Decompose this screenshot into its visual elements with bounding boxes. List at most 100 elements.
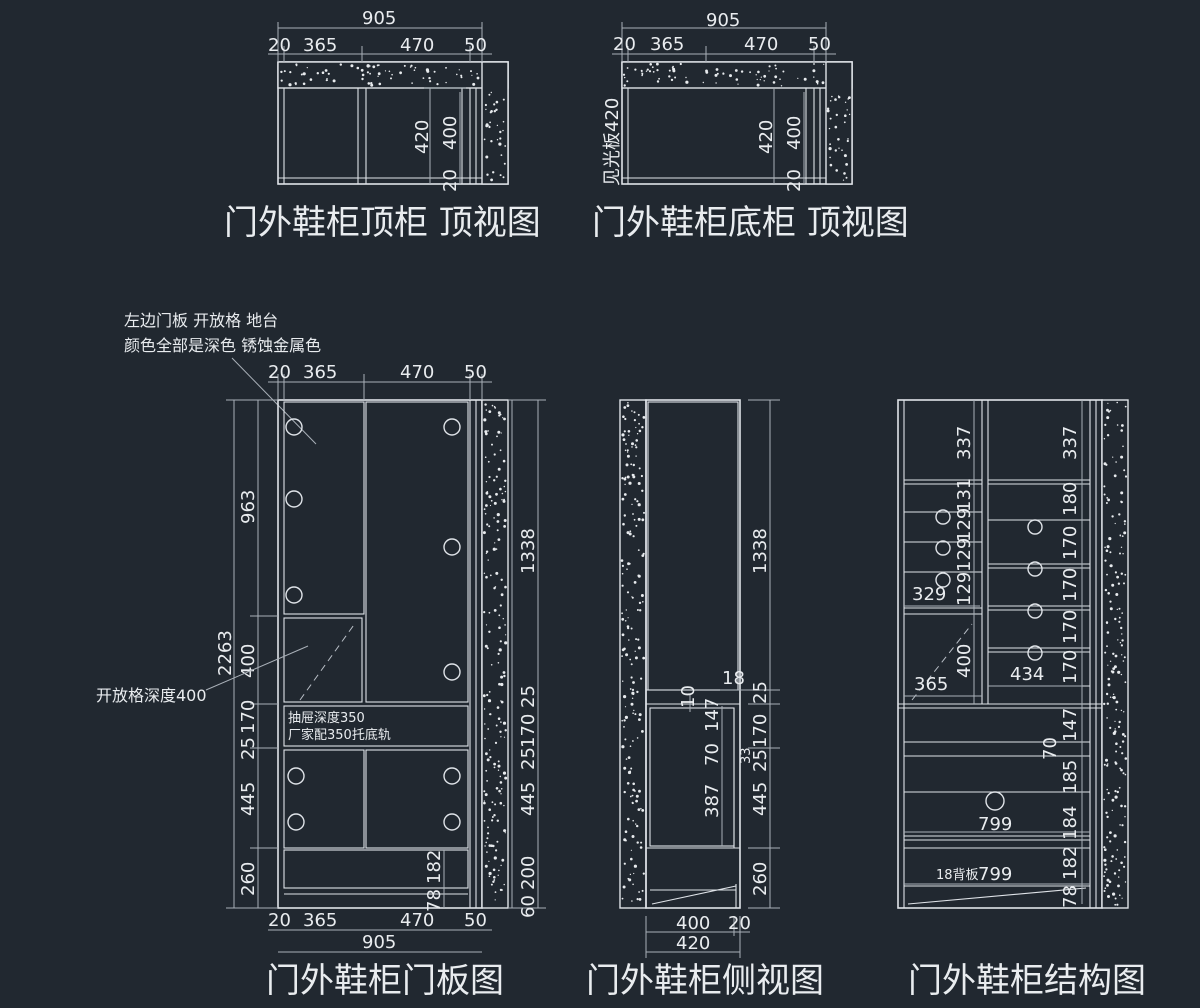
speckle xyxy=(1105,549,1109,552)
speckle xyxy=(327,72,330,75)
speckle xyxy=(486,851,488,853)
speckle xyxy=(1120,429,1123,432)
dim-33: 33 xyxy=(739,747,754,764)
speckle xyxy=(497,769,500,771)
speckle xyxy=(488,525,491,528)
speckle xyxy=(1123,840,1127,844)
speckle xyxy=(1106,884,1109,887)
speckle xyxy=(834,149,837,152)
speckle xyxy=(630,849,633,851)
dim-70: 70 xyxy=(702,743,723,766)
speckle xyxy=(499,487,502,491)
speckle xyxy=(495,571,499,575)
dim-1338: 1338 xyxy=(750,528,771,574)
speckle xyxy=(774,75,778,79)
speckle xyxy=(635,439,638,442)
speckle xyxy=(370,83,374,87)
speckle xyxy=(634,68,637,71)
speckle xyxy=(1104,559,1107,562)
speckle xyxy=(485,552,488,554)
speckle xyxy=(1121,733,1125,736)
dim-184: 184 xyxy=(1060,806,1081,840)
speckle xyxy=(835,169,838,172)
speckle xyxy=(485,769,488,772)
speckle xyxy=(1123,469,1126,472)
speckle xyxy=(500,793,502,795)
speckle xyxy=(1118,720,1121,724)
dim-170-d: 170 xyxy=(1060,650,1081,684)
speckle xyxy=(632,788,635,792)
speckle xyxy=(756,78,758,81)
speckle xyxy=(1111,798,1115,802)
note-color-line1: 左边门板 开放格 地台 xyxy=(124,311,278,330)
dim-18: 18 xyxy=(722,668,745,689)
speckle xyxy=(485,624,488,626)
speckle xyxy=(631,794,634,797)
speckle xyxy=(1118,616,1121,619)
speckle xyxy=(499,137,502,140)
speckle xyxy=(621,633,625,637)
speckle xyxy=(1111,696,1114,698)
speckle xyxy=(494,899,496,901)
speckle xyxy=(495,849,498,852)
speckle xyxy=(485,752,488,756)
speckle xyxy=(498,414,501,417)
speckle xyxy=(493,405,496,408)
speckle xyxy=(845,176,848,179)
speckle xyxy=(630,663,633,666)
speckle xyxy=(485,155,489,159)
speckle xyxy=(768,70,770,72)
speckle xyxy=(493,762,496,766)
speckle xyxy=(411,82,413,84)
speckle xyxy=(1107,592,1110,595)
speckle xyxy=(500,864,502,867)
speckle xyxy=(633,864,638,868)
speckle xyxy=(486,523,489,526)
speckle xyxy=(1118,786,1121,789)
speckle xyxy=(1106,408,1109,412)
speckle xyxy=(1112,696,1116,700)
speckle xyxy=(842,179,845,181)
speckle xyxy=(848,96,851,99)
speckle xyxy=(497,411,501,415)
speckle xyxy=(1108,537,1112,541)
speckle xyxy=(1121,897,1123,899)
speckle xyxy=(497,764,501,768)
speckle xyxy=(1124,773,1127,776)
speckle xyxy=(483,801,486,805)
speckle xyxy=(289,71,292,74)
dim-78: 78 xyxy=(1060,885,1081,908)
wall-strip xyxy=(481,399,509,909)
dim-20: 20 xyxy=(613,34,636,55)
speckle xyxy=(636,609,639,611)
dim-260: 260 xyxy=(750,862,771,896)
speckle xyxy=(502,176,505,179)
speckle xyxy=(309,78,313,81)
speckle xyxy=(1122,660,1125,662)
speckle xyxy=(488,125,490,127)
speckle xyxy=(372,65,376,69)
speckle xyxy=(1103,438,1106,440)
dim-905: 905 xyxy=(706,10,740,31)
speckle xyxy=(756,83,760,87)
speckle xyxy=(641,809,645,812)
speckle xyxy=(828,147,832,151)
speckle xyxy=(486,758,490,762)
dim-170-r: 170 xyxy=(518,714,539,748)
speckle xyxy=(1115,461,1117,463)
speckle xyxy=(649,63,652,66)
speckle xyxy=(489,111,492,114)
speckle xyxy=(472,82,476,86)
speckle xyxy=(1106,702,1110,705)
speckle xyxy=(1123,856,1126,858)
speckle xyxy=(367,82,371,85)
wall-strip xyxy=(619,399,647,909)
speckle xyxy=(498,648,502,652)
dim-182: 182 xyxy=(424,850,445,884)
speckle xyxy=(502,129,504,132)
speckle xyxy=(504,490,507,493)
speckle xyxy=(1108,880,1112,884)
dim-365: 365 xyxy=(650,34,684,55)
cabinet-outline xyxy=(645,399,741,909)
speckle xyxy=(487,460,490,463)
